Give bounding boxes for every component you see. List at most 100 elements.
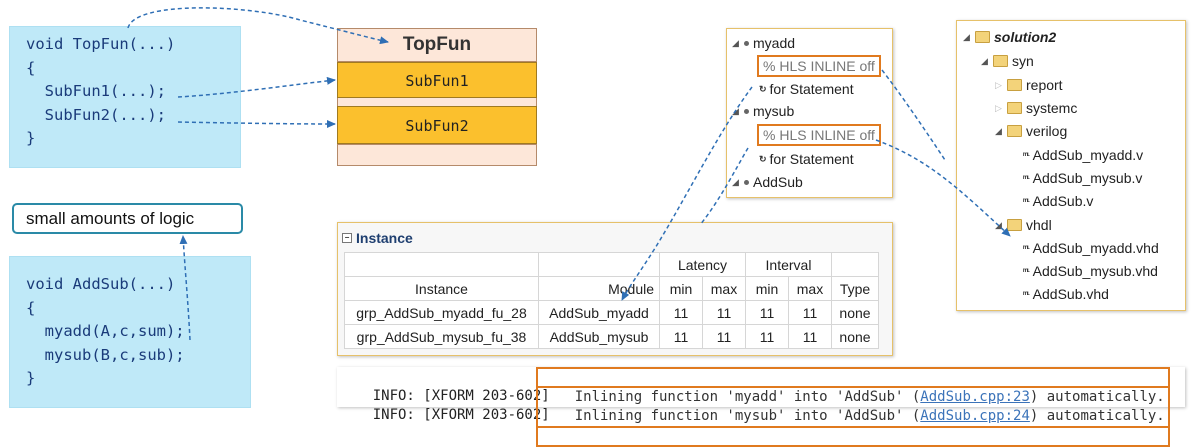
tree-item-syn[interactable]: ◢ syn (981, 53, 1034, 69)
table-cell: 11 (745, 300, 789, 325)
tree-item-label: verilog (1026, 123, 1068, 139)
tree-item-label: myadd (753, 35, 796, 51)
table-header-cell: Latency (659, 252, 746, 277)
topfun-block-gap (337, 98, 537, 106)
table-cell: grp_AddSub_myadd_fu_28 (344, 300, 539, 325)
table-header-cell: min (659, 276, 703, 301)
table-header-cell (538, 252, 660, 277)
table-header-cell (344, 252, 539, 277)
tree-item-for-statement[interactable]: ↻ for Statement (759, 151, 854, 167)
code-line: } (26, 129, 36, 147)
code-line: { (26, 58, 36, 77)
tree-item-label: AddSub_myadd.v (1032, 147, 1144, 163)
folder-icon (1007, 79, 1022, 91)
log-message: Inlining function 'mysub' into 'AddSub' … (574, 408, 921, 424)
tree-item-label: AddSub.v (1032, 193, 1094, 209)
verilog-file-icon: ᵐᶫ (1023, 196, 1030, 206)
tree-item-for-statement[interactable]: ↻ for Statement (759, 81, 854, 97)
tree-item-label: report (1026, 77, 1063, 93)
hls-directive-label: % HLS INLINE off (757, 124, 881, 146)
vhdl-file-icon: ᵐᶫ (1023, 266, 1030, 276)
topfun-block-title: TopFun (337, 28, 537, 62)
tree-item-file[interactable]: ᵐᶫ AddSub.vhd (1023, 286, 1109, 302)
topfun-block-footer (337, 144, 537, 166)
expand-triangle-icon[interactable]: ◢ (732, 105, 739, 116)
collapsed-triangle-icon[interactable]: ▷ (995, 102, 1002, 113)
loop-icon: ↻ (759, 83, 766, 94)
table-cell: grp_AddSub_mysub_fu_38 (344, 324, 539, 349)
code-line: SubFun2(...); (26, 105, 166, 124)
expand-triangle-icon[interactable]: ◢ (732, 37, 739, 48)
tree-item-addsub[interactable]: ◢ AddSub (732, 174, 803, 190)
table-cell: 11 (702, 324, 746, 349)
instance-table: Latency Interval Instance Module min max… (344, 252, 879, 349)
log-highlight-2: Inlining function 'mysub' into 'AddSub' … (536, 386, 1170, 447)
tree-item-vhdl[interactable]: ◢ vhdl (995, 217, 1052, 233)
tree-item-verilog[interactable]: ◢ verilog (995, 123, 1067, 139)
table-header-cell: Module (538, 276, 660, 301)
table-cell: 11 (788, 300, 832, 325)
source-link[interactable]: AddSub.cpp:24 (920, 408, 1030, 424)
small-logic-callout: small amounts of logic (12, 203, 243, 234)
tree-item-label: AddSub.vhd (1032, 286, 1109, 302)
tree-item-label: syn (1012, 53, 1034, 69)
tree-item-myadd[interactable]: ◢ myadd (732, 35, 795, 51)
function-icon (744, 40, 749, 46)
table-cell: 11 (659, 300, 703, 325)
expand-triangle-icon[interactable]: ◢ (732, 176, 739, 187)
code-line: { (26, 298, 36, 317)
section-title: Instance (356, 230, 413, 246)
log-prefix: INFO: [XFORM 203-602] (372, 388, 550, 404)
source-link[interactable]: AddSub.cpp:23 (920, 389, 1030, 405)
table-header-cell: Interval (745, 252, 832, 277)
project-explorer-panel: ◢ solution2 ◢ syn ▷ report ▷ systemc ◢ v… (956, 20, 1186, 311)
instance-section-header[interactable]: − Instance (342, 230, 413, 246)
vhdl-file-icon: ᵐᶫ (1023, 289, 1030, 299)
table-row[interactable]: grp_AddSub_mysub_fu_38 AddSub_mysub 11 1… (344, 324, 879, 349)
log-line-2: INFO: [XFORM 203-602] (339, 387, 550, 444)
topfun-code-box: void TopFun(...) { SubFun1(...); SubFun2… (9, 26, 241, 168)
function-icon (744, 179, 749, 185)
tree-item-file[interactable]: ᵐᶫ AddSub_mysub.v (1023, 170, 1142, 186)
table-header-cell: Type (831, 276, 879, 301)
tree-item-file[interactable]: ᵐᶫ AddSub.v (1023, 193, 1093, 209)
table-cell: AddSub_myadd (538, 300, 660, 325)
tree-item-solution2[interactable]: ◢ solution2 (963, 29, 1056, 45)
tree-item-report[interactable]: ▷ report (995, 77, 1063, 93)
expand-triangle-icon[interactable]: ◢ (963, 31, 970, 42)
tree-item-file[interactable]: ᵐᶫ AddSub_mysub.vhd (1023, 263, 1158, 279)
tree-item-label: AddSub_myadd.vhd (1032, 240, 1159, 256)
directive-mysub-inline[interactable]: % HLS INLINE off (757, 124, 881, 146)
table-header-cell: max (788, 276, 832, 301)
table-row[interactable]: grp_AddSub_myadd_fu_28 AddSub_myadd 11 1… (344, 300, 879, 325)
tree-item-label: AddSub_mysub.v (1032, 170, 1143, 186)
directive-myadd-inline[interactable]: % HLS INLINE off (757, 55, 881, 77)
vhdl-file-icon: ᵐᶫ (1023, 243, 1030, 253)
tree-item-systemc[interactable]: ▷ systemc (995, 100, 1077, 116)
expand-triangle-icon[interactable]: ◢ (995, 125, 1002, 136)
tree-item-mysub[interactable]: ◢ mysub (732, 103, 794, 119)
collapsed-triangle-icon[interactable]: ▷ (995, 79, 1002, 90)
expand-triangle-icon[interactable]: ◢ (995, 219, 1002, 230)
code-line: SubFun1(...); (26, 82, 166, 100)
tree-item-label: solution2 (994, 29, 1057, 45)
directives-panel: ◢ myadd % HLS INLINE off ↻ for Statement… (726, 28, 893, 198)
log-message: Inlining function 'myadd' into 'AddSub' … (574, 389, 921, 405)
folder-icon (1007, 219, 1022, 231)
subfun2-block: SubFun2 (337, 106, 537, 144)
table-header-cell (831, 252, 879, 277)
table-header-cell: Instance (344, 276, 539, 301)
subfun1-block: SubFun1 (337, 62, 537, 98)
collapse-icon[interactable]: − (342, 233, 352, 243)
log-prefix: INFO: [XFORM 203-602] (372, 407, 550, 423)
instance-table-panel: − Instance Latency Interval Instance Mod… (337, 222, 893, 356)
tree-item-file[interactable]: ᵐᶫ AddSub_myadd.vhd (1023, 240, 1159, 256)
expand-triangle-icon[interactable]: ◢ (981, 55, 988, 66)
tree-item-file[interactable]: ᵐᶫ AddSub_myadd.v (1023, 147, 1143, 163)
table-cell: 11 (659, 324, 703, 349)
verilog-file-icon: ᵐᶫ (1023, 173, 1030, 183)
log-line-1: INFO: [XFORM 203-602] (339, 368, 550, 425)
solution-folder-icon (975, 31, 990, 43)
log-highlight-1: Inlining function 'myadd' into 'AddSub' … (536, 367, 1170, 428)
table-cell: 11 (702, 300, 746, 325)
